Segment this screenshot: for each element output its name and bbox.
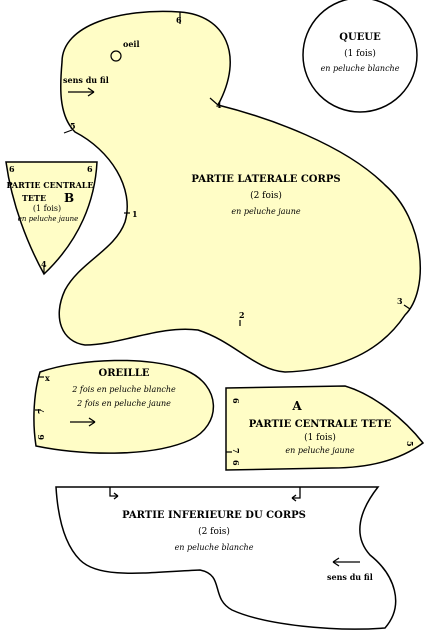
ear-mark-6: 6: [36, 434, 46, 440]
corner-arrow-icon: [291, 487, 301, 502]
eye-marker: [110, 50, 122, 62]
ear-line2: 2 fois en peluche jaune: [76, 399, 171, 408]
head-center-b-title-line2: TETE: [22, 193, 46, 203]
head-center-a-mark-5: 5: [405, 441, 415, 447]
body-side-mark-6: 6: [176, 15, 182, 25]
body-bottom-fabric: en peluche blanche: [175, 543, 254, 552]
body-side-notch-3: [403, 304, 411, 310]
head-center-b-count: (1 fois): [33, 204, 61, 213]
eye-label: oeil: [123, 39, 140, 49]
head-center-b-fabric: en peluche jaune: [18, 215, 79, 223]
body-side-title: PARTIE LATERALE CORPS: [191, 174, 340, 185]
head-center-b-title-line1: PARTIE CENTRALE: [6, 180, 93, 190]
body-side-piece: 6 4 5 1 2 3 oeil sens du fil PARTIE LATE…: [58, 10, 421, 373]
tail-piece: QUEUE (1 fois) en peluche blanche: [302, 0, 418, 113]
body-bottom-outline: [55, 486, 397, 630]
ear-title: OREILLE: [98, 368, 149, 379]
head-center-b-mark-right: 6: [87, 164, 93, 174]
body-bottom-title: PARTIE INFERIEURE DU CORPS: [122, 510, 306, 521]
body-bottom-piece: PARTIE INFERIEURE DU CORPS (2 fois) en p…: [55, 486, 397, 630]
head-center-b-mark-bottom: 4: [41, 259, 47, 269]
ear-piece: x 7 6 OREILLE 2 fois en peluche blanche …: [33, 359, 215, 454]
arrow-left-icon: [332, 557, 360, 567]
body-bottom-count: (2 fois): [198, 526, 230, 537]
head-center-a-mark-6-bottom: 6: [231, 460, 241, 466]
arrow-right-icon: [70, 417, 96, 427]
body-side-grain-label: sens du fil: [63, 75, 109, 85]
head-center-b-piece: 6 6 PARTIE CENTRALE TETE B (1 fois) en p…: [5, 161, 98, 276]
ear-line1: 2 fois en peluche blanche: [71, 385, 176, 394]
body-side-mark-1: 1: [132, 209, 138, 219]
head-center-a-piece: 6 7 6 A PARTIE CENTRALE TETE (1 fois) en…: [225, 385, 425, 471]
arrow-right-icon: [68, 87, 95, 97]
body-side-mark-5: 5: [70, 121, 76, 131]
body-bottom-grain-label: sens du fil: [327, 572, 373, 582]
tail-count: (1 fois): [344, 48, 376, 59]
body-side-mark-4: 4: [216, 100, 222, 110]
body-side-count: (2 fois): [250, 190, 282, 201]
body-side-mark-2: 2: [239, 310, 245, 320]
body-side-notch-5: [63, 129, 73, 134]
ear-mark-x: x: [45, 373, 50, 383]
tail-fabric: en peluche blanche: [321, 64, 400, 73]
body-side-outline: [58, 10, 421, 373]
ear-outline: [33, 359, 215, 454]
head-center-a-fabric: en peluche jaune: [285, 446, 354, 455]
body-side-mark-3: 3: [397, 296, 403, 306]
head-center-a-mark-7: 7: [231, 448, 241, 454]
head-center-b-letter: B: [64, 191, 74, 205]
body-side-notch-4: [209, 97, 219, 106]
ear-mark-7: 7: [36, 408, 46, 414]
head-center-a-outline: [225, 385, 425, 471]
head-center-a-count: (1 fois): [304, 432, 336, 443]
corner-arrow-icon: [109, 487, 119, 500]
head-center-a-title: PARTIE CENTRALE TETE: [249, 419, 392, 430]
head-center-a-mark-6-top: 6: [231, 398, 241, 404]
tail-outline: [302, 0, 418, 113]
head-center-b-mark-left: 6: [9, 164, 15, 174]
tail-title: QUEUE: [339, 32, 381, 43]
body-side-fabric: en peluche jaune: [231, 207, 300, 216]
head-center-a-letter: A: [291, 399, 302, 413]
